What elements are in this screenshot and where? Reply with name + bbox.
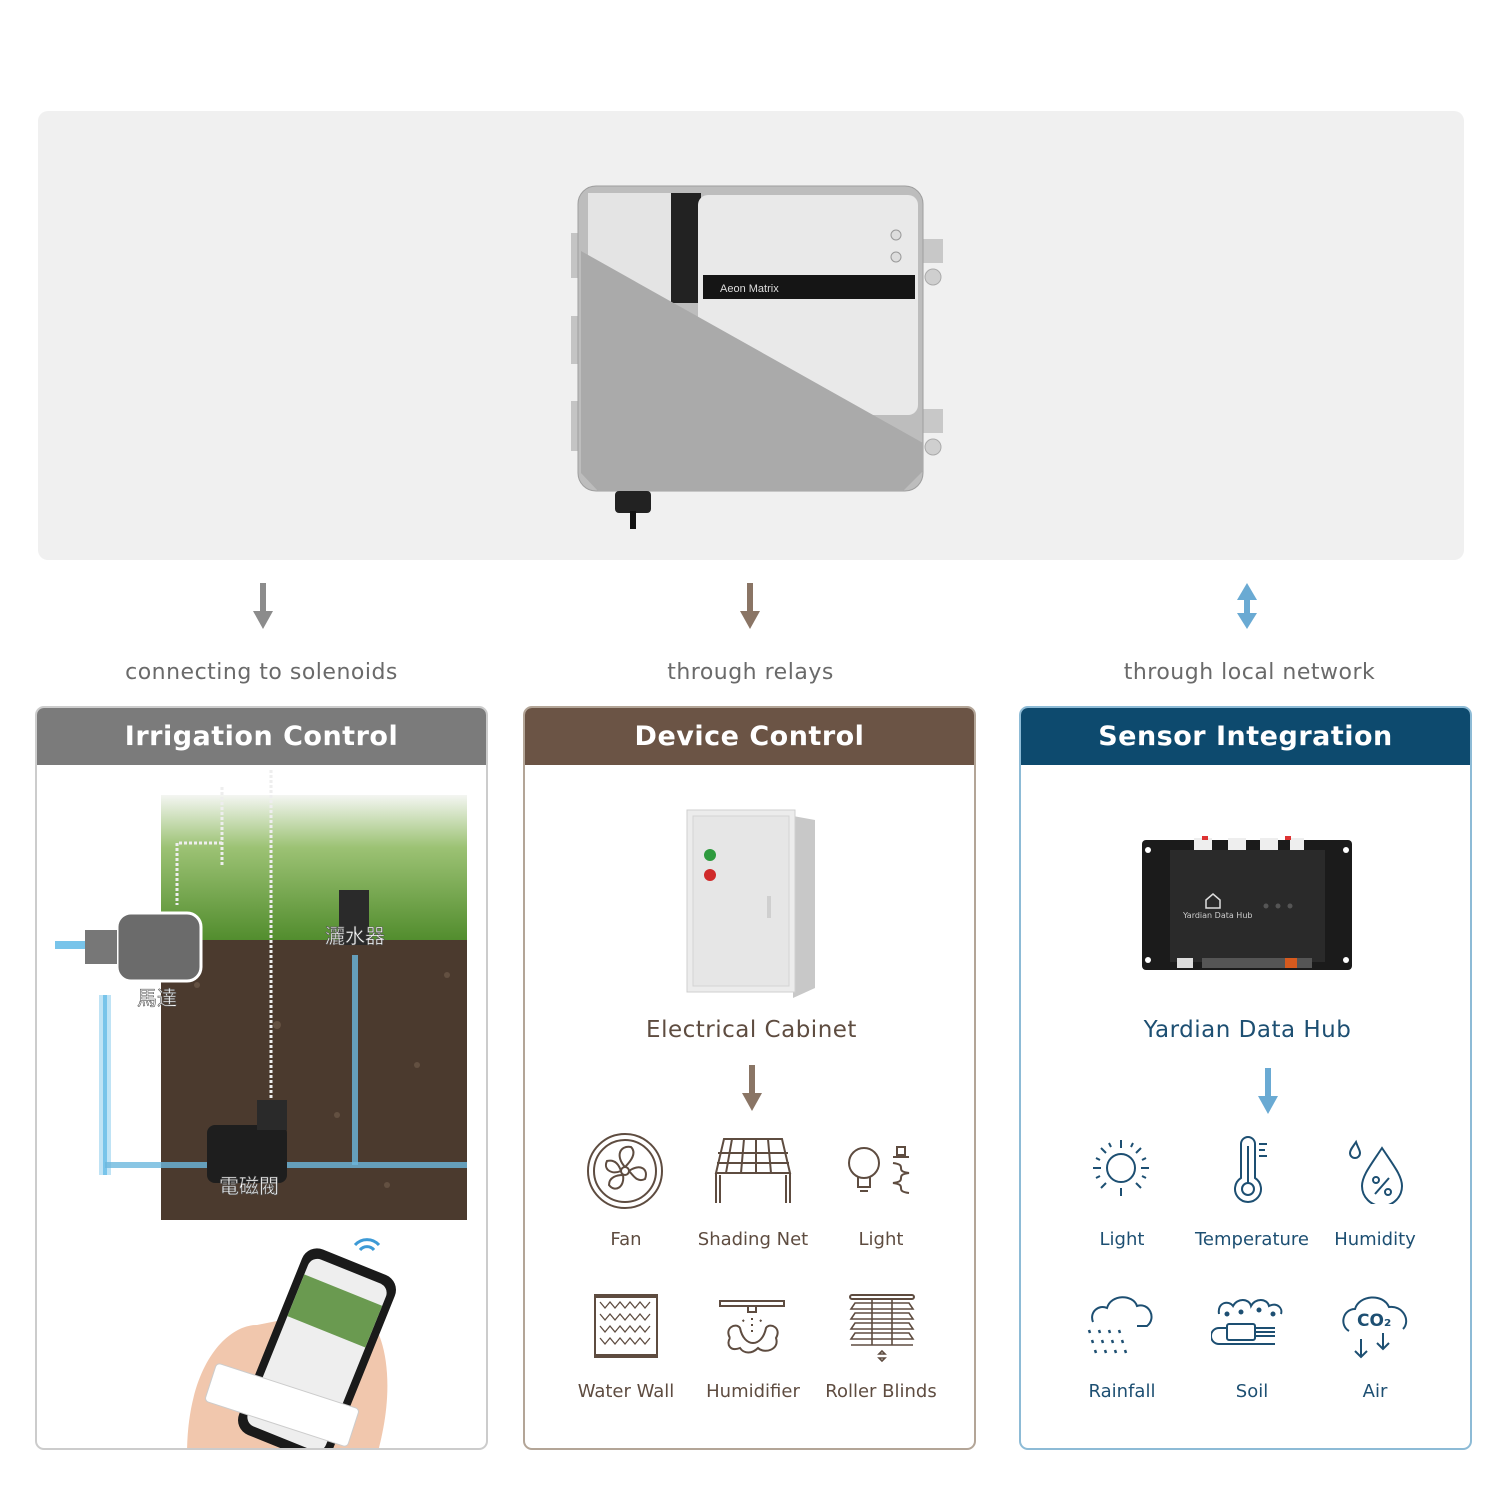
device-item-label: Roller Blinds [825, 1381, 937, 1402]
panel-title: Device Control [525, 708, 974, 765]
panel-title: Sensor Integration [1021, 708, 1470, 765]
connection-caption: through relays [667, 660, 834, 685]
fan-icon [587, 1133, 663, 1209]
sensor-item-label: Humidity [1334, 1229, 1416, 1250]
hero-product-area: Aeon Matrix [38, 111, 1464, 560]
co2-cloud-icon: CO₂ [1342, 1296, 1408, 1359]
rain-cloud-icon [1087, 1296, 1153, 1354]
sensor-item-label: Rainfall [1088, 1381, 1156, 1402]
hub-device-label: Yardian Data Hub [1182, 911, 1252, 920]
device-item-label: Humidifier [706, 1381, 800, 1402]
electrical-cabinet-image [686, 809, 815, 998]
roller-blinds-icon [849, 1294, 915, 1363]
down-arrow-icon [740, 583, 760, 629]
sprinkler-label: 灑水器 [325, 924, 385, 948]
shading-net-icon [714, 1138, 792, 1203]
sensor-item-label: Temperature [1194, 1229, 1310, 1250]
light-bulb-icon [848, 1146, 910, 1194]
connection-caption: through local network [1123, 660, 1376, 685]
device-brand-text: Aeon Matrix [720, 283, 779, 295]
down-arrow-icon [253, 583, 273, 629]
device-item-label: Water Wall [577, 1381, 675, 1402]
data-hub-label: Yardian Data Hub [1143, 1017, 1352, 1043]
bidirectional-arrow-icon [1237, 583, 1257, 629]
water-wall-icon [594, 1294, 658, 1358]
down-arrow-icon [1258, 1068, 1278, 1114]
humidifier-icon [719, 1300, 785, 1354]
sensor-item-label: Air [1362, 1381, 1388, 1402]
smartphone-app-image [187, 1238, 396, 1448]
motor-label: 馬達 [137, 986, 177, 1010]
device-item-label: Light [858, 1229, 904, 1250]
aeon-matrix-controller-image: Aeon Matrix [571, 185, 943, 529]
device-item-label: Fan [610, 1229, 642, 1250]
irrigation-control-panel: Irrigation Control 馬達 灑水器 電磁閥 [35, 706, 488, 1450]
sensor-integration-panel: Sensor Integration Yardian Data Hub Yard… [1019, 706, 1472, 1450]
down-arrow-icon [742, 1065, 762, 1111]
sensor-item-label: Light [1099, 1229, 1145, 1250]
yardian-data-hub-image: Yardian Data Hub [1142, 836, 1352, 970]
panel-title: Irrigation Control [37, 708, 486, 765]
connection-caption: connecting to solenoids [125, 660, 398, 685]
humidity-drop-icon [1348, 1139, 1404, 1204]
solenoid-valve-label: 電磁閥 [219, 1174, 279, 1198]
device-item-label: Shading Net [697, 1229, 809, 1250]
electrical-cabinet-label: Electrical Cabinet [646, 1017, 857, 1043]
irrigation-diagram: 馬達 灑水器 電磁閥 [55, 770, 467, 1448]
co2-text: CO₂ [1357, 1311, 1391, 1331]
sensor-item-label: Soil [1235, 1381, 1269, 1402]
thermometer-icon [1234, 1136, 1267, 1203]
soil-sensor-icon [1211, 1299, 1283, 1345]
sun-icon [1093, 1140, 1149, 1196]
device-control-panel: Device Control Electrical Cabinet Fan Sh… [523, 706, 976, 1450]
